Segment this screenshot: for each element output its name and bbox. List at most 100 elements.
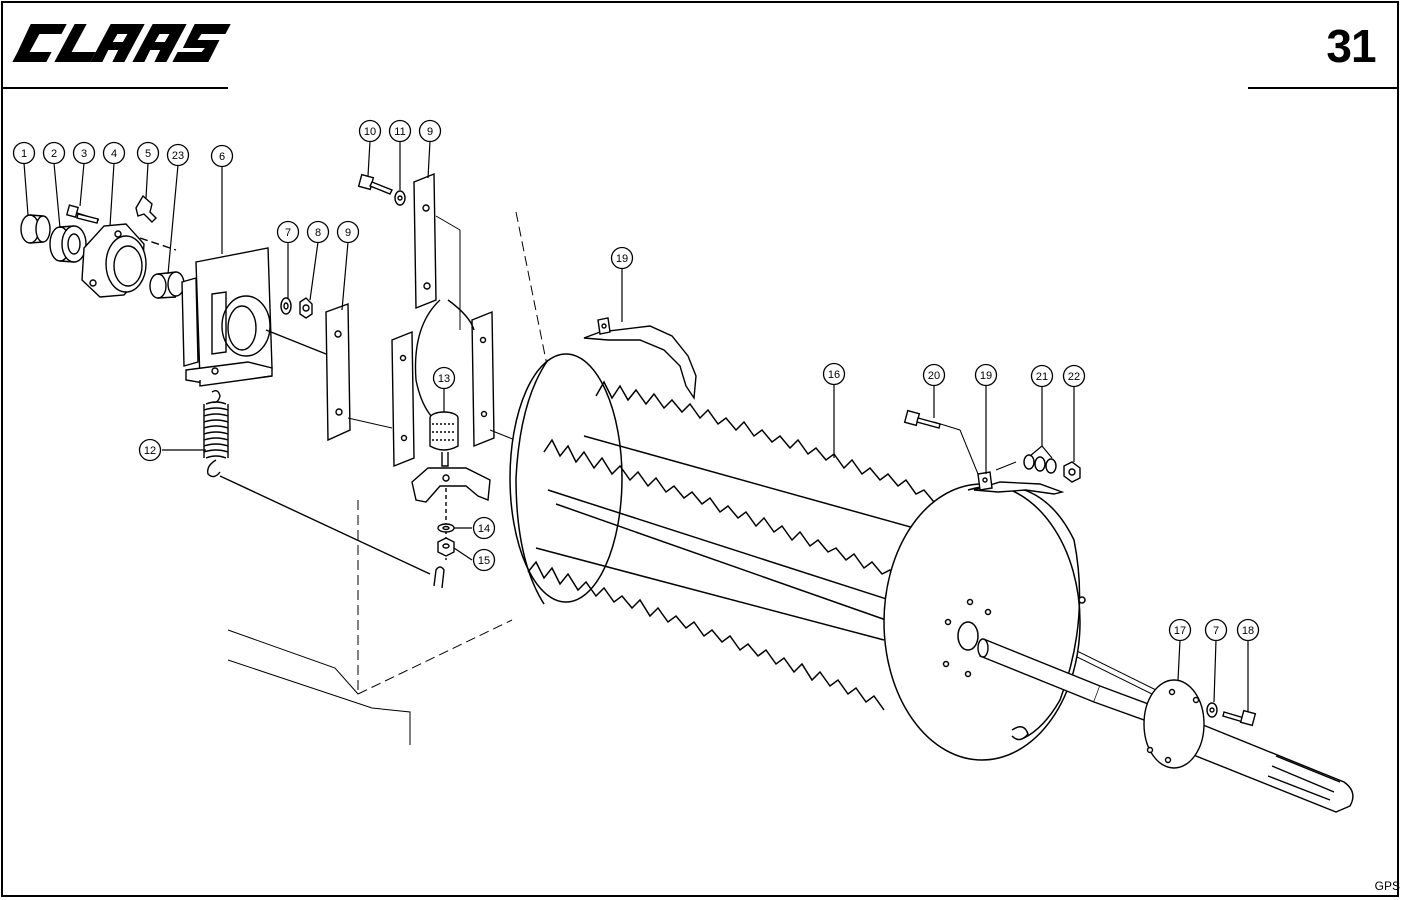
- footer-code: GPS: [1374, 879, 1400, 893]
- callout-number: 10: [364, 126, 376, 138]
- callout-c7b: 7: [1204, 618, 1228, 642]
- callout-c6: 6: [210, 144, 234, 168]
- callout-circle: [822, 362, 846, 386]
- bolt-washer: [357, 173, 406, 206]
- callout-c19b: 19: [974, 363, 998, 387]
- callout-c2: 2: [42, 141, 66, 165]
- callout-number: 12: [144, 445, 156, 457]
- callout-c14: 14: [472, 516, 496, 540]
- callout-circle: [12, 141, 36, 165]
- callout-c11: 11: [388, 119, 412, 143]
- callout-circle: [336, 220, 360, 244]
- callout-circle: [306, 220, 330, 244]
- callout-c22: 22: [1062, 364, 1086, 388]
- claas-logo: [12, 24, 231, 62]
- callout-circle: [418, 119, 442, 143]
- callout-c21: 21: [1030, 364, 1054, 388]
- callout-circle: [166, 143, 190, 167]
- strip-upper: [413, 172, 437, 310]
- callout-number: 18: [1242, 625, 1254, 637]
- callout-number: 7: [1213, 625, 1219, 637]
- machine-frame-lines: [227, 211, 553, 745]
- callout-circle: [102, 141, 126, 165]
- washer-nut-set: [280, 297, 313, 319]
- callout-number: 14: [478, 523, 490, 535]
- bearing-plate: [181, 247, 327, 387]
- callout-circle: [922, 363, 946, 387]
- callout-c4: 4: [102, 141, 126, 165]
- callout-circle: [1236, 618, 1260, 642]
- callout-number: 7: [285, 227, 291, 239]
- callout-circle: [72, 141, 96, 165]
- callout-circle: [1204, 618, 1228, 642]
- callout-circle: [1030, 364, 1054, 388]
- callout-circle: [1168, 618, 1192, 642]
- callout-circle: [276, 220, 300, 244]
- callout-number: 23: [172, 150, 184, 162]
- callout-number: 13: [438, 373, 450, 385]
- callout-number: 2: [51, 148, 57, 160]
- callout-number: 21: [1036, 371, 1048, 383]
- callout-number: 20: [928, 370, 940, 382]
- callout-c10: 10: [358, 119, 382, 143]
- callout-markers: [23, 140, 1249, 712]
- callout-number: 6: [219, 151, 225, 163]
- callout-circle: [1062, 364, 1086, 388]
- callout-number: 11: [394, 126, 405, 138]
- callout-circle: [138, 438, 162, 462]
- callout-circle: [472, 548, 496, 572]
- callout-circle: [358, 119, 382, 143]
- callout-c1: 1: [12, 141, 36, 165]
- callout-number: 19: [616, 253, 628, 265]
- callout-circle: [136, 141, 160, 165]
- tension-spring: [203, 389, 445, 589]
- callout-c20: 20: [922, 363, 946, 387]
- callout-c18: 18: [1236, 618, 1260, 642]
- callout-number: 15: [478, 555, 490, 567]
- callout-number: 19: [980, 370, 992, 382]
- callout-c16: 16: [822, 362, 846, 386]
- callout-circle: [610, 246, 634, 270]
- rubber-strips: [391, 299, 495, 468]
- drum-segment-right: [903, 409, 1081, 495]
- callout-number: 9: [345, 227, 351, 239]
- callout-circle: [42, 141, 66, 165]
- drum: [509, 353, 1086, 761]
- callout-number: 4: [111, 148, 117, 160]
- page-number: 31: [1326, 20, 1376, 72]
- callout-circle: [210, 144, 234, 168]
- rubber-buffer: [411, 411, 491, 560]
- callout-c15: 15: [472, 548, 496, 572]
- callout-number: 1: [21, 148, 27, 160]
- callout-number: 17: [1174, 625, 1186, 637]
- callout-c9b: 9: [418, 119, 442, 143]
- bearing-assembly: [20, 194, 185, 299]
- callout-number: 16: [828, 369, 840, 381]
- callout-number: 8: [315, 227, 321, 239]
- callout-number: 3: [81, 148, 87, 160]
- callout-c13: 13: [432, 366, 456, 390]
- callout-c23: 23: [166, 143, 190, 167]
- drive-shaft: [977, 638, 1354, 813]
- callout-c9a: 9: [336, 220, 360, 244]
- callout-c8: 8: [306, 220, 330, 244]
- callout-number: 5: [145, 148, 151, 160]
- callout-circle: [388, 119, 412, 143]
- strip-left: [325, 303, 351, 442]
- callout-number: 22: [1068, 371, 1080, 383]
- callout-c7a: 7: [276, 220, 300, 244]
- callout-c19a: 19: [610, 246, 634, 270]
- callout-circle: [974, 363, 998, 387]
- drum-segment-upper: [583, 317, 697, 401]
- callout-circle: [432, 366, 456, 390]
- callout-c3: 3: [72, 141, 96, 165]
- callout-number: 9: [427, 126, 433, 138]
- callout-c5: 5: [136, 141, 160, 165]
- callout-c12: 12: [138, 438, 162, 462]
- callout-circle: [472, 516, 496, 540]
- callout-c17: 17: [1168, 618, 1192, 642]
